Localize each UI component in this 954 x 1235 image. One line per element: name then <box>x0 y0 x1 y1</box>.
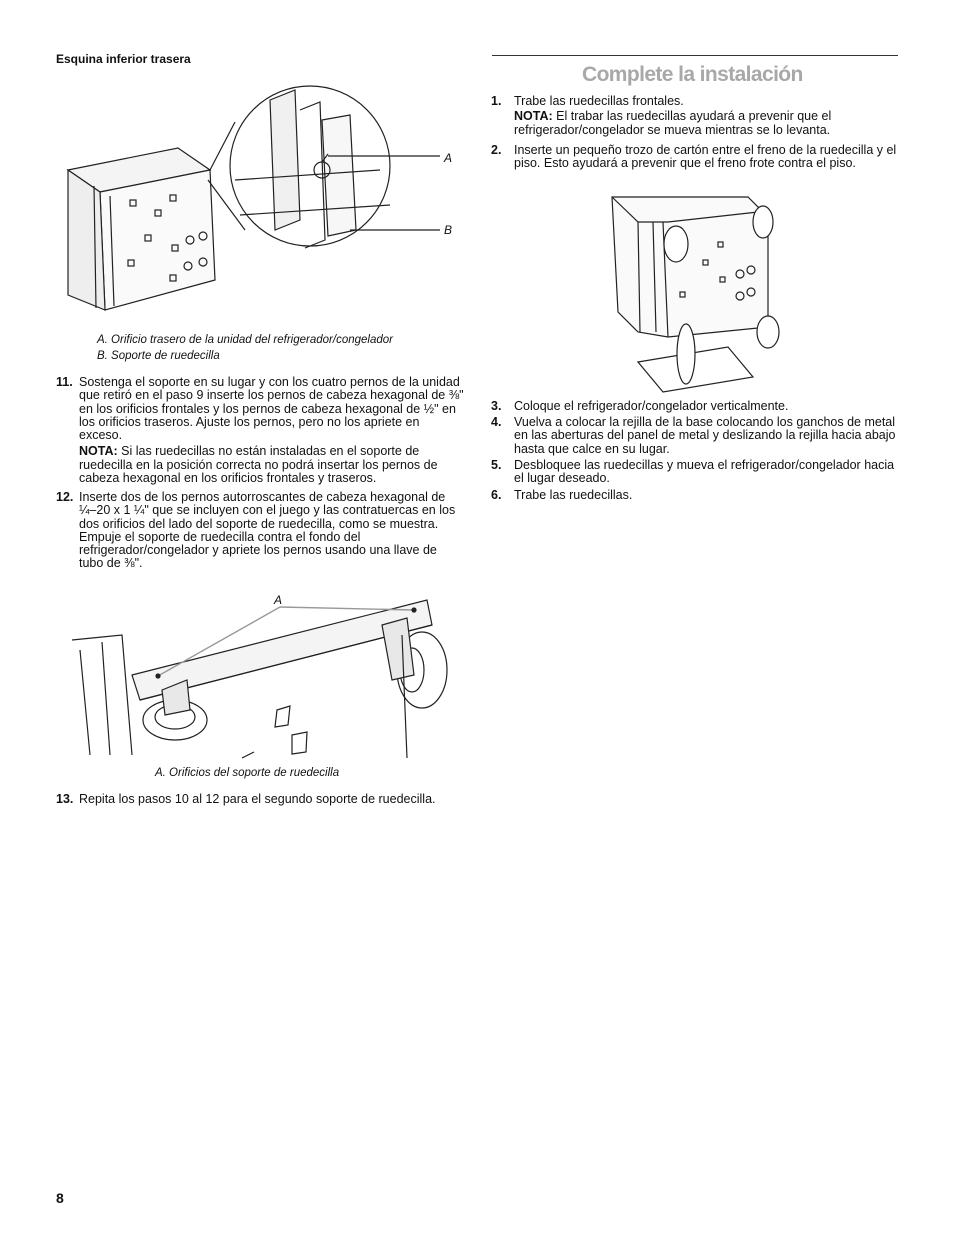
figure-rear-corner: A B <box>60 70 460 330</box>
step-text: Coloque el refrigerador/congelador verti… <box>514 399 789 413</box>
step-number: 12. <box>56 490 74 504</box>
step-note: NOTA: El trabar las ruedecillas ayudará … <box>514 110 901 137</box>
step-5: 5. Desbloquee las ruedecillas y mueva el… <box>491 458 901 486</box>
step-4: 4. Vuelva a colocar la rejilla de la bas… <box>491 415 901 456</box>
step-12: 12. Inserte dos de los pernos autorrosca… <box>56 490 464 571</box>
step-number: 6. <box>491 488 502 502</box>
figure-caster-bracket: A <box>62 580 462 760</box>
note-text: Si las ruedecillas no están instaladas e… <box>79 444 438 486</box>
note-label: NOTA: <box>79 444 118 459</box>
step-11: 11. Sostenga el soporte en su lugar y co… <box>56 375 464 485</box>
step-text: Desbloquee las ruedecillas y mueva el re… <box>514 458 895 486</box>
step-number: 5. <box>491 458 502 472</box>
note-text: El trabar las ruedecillas ayudará a prev… <box>514 109 832 137</box>
step-2: 2. Inserte un pequeño trozo de cartón en… <box>491 143 901 171</box>
step-text: Trabe las ruedecillas. <box>514 488 633 502</box>
figure2-caption: A. Orificios del soporte de ruedecilla <box>155 767 340 779</box>
step-6: 6. Trabe las ruedecillas. <box>491 488 901 502</box>
cardboard-caster-illustration <box>611 196 780 393</box>
step-text: Trabe las ruedecillas frontales. <box>514 94 684 108</box>
callout-a: A <box>273 593 282 607</box>
step-text: Inserte dos de los pernos autorroscantes… <box>79 490 456 571</box>
step-3: 3. Coloque el refrigerador/congelador ve… <box>491 399 901 413</box>
page-number: 8 <box>56 1190 64 1206</box>
step-text: Inserte un pequeño trozo de cartón entre… <box>514 143 897 171</box>
step-number: 3. <box>491 399 502 413</box>
callout-a: A <box>443 151 452 165</box>
section-title: Complete la instalación <box>582 63 803 86</box>
step-number: 2. <box>491 143 502 157</box>
step-text: Vuelva a colocar la rejilla de la base c… <box>514 415 896 456</box>
caster-bracket-illustration: A <box>71 593 448 759</box>
step-1: 1. Trabe las ruedecillas frontales. NOTA… <box>491 94 901 137</box>
rear-corner-illustration: A B <box>66 85 452 311</box>
step-number: 1. <box>491 94 502 108</box>
step-number: 11. <box>56 375 73 389</box>
note-label: NOTA: <box>514 109 553 124</box>
step-number: 13. <box>56 792 74 806</box>
callout-b: B <box>444 223 452 237</box>
figure1-caption-a: A. Orificio trasero de la unidad del ref… <box>97 334 393 346</box>
step-text: Sostenga el soporte en su lugar y con lo… <box>79 375 464 443</box>
step-text: Repita los pasos 10 al 12 para el segund… <box>79 792 436 806</box>
step-number: 4. <box>491 415 502 429</box>
step-13: 13. Repita los pasos 10 al 12 para el se… <box>56 792 464 806</box>
step-note: NOTA: Si las ruedecillas no están instal… <box>79 445 464 485</box>
figure-cardboard-under-caster <box>608 192 788 394</box>
figure1-caption-b: B. Soporte de ruedecilla <box>97 350 220 362</box>
title-rule <box>492 55 898 56</box>
section-subheading: Esquina inferior trasera <box>56 52 191 66</box>
